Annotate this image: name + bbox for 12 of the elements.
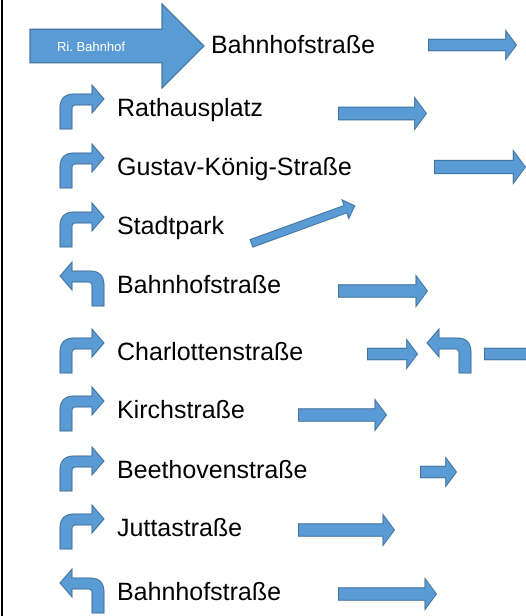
street-name: Rathausplatz [117, 93, 263, 123]
street-name: Charlottenstraße [117, 337, 304, 367]
street-name: Stadtpark [117, 211, 224, 241]
street-name: Bahnhofstraße [117, 577, 281, 607]
street-name: Bahnhofstraße [211, 30, 375, 60]
street-name: Bahnhofstraße [117, 270, 281, 300]
street-name: Juttastraße [117, 513, 242, 543]
block-arrow-sign [29, 3, 205, 89]
direction-text: Ri. Bahnhof [57, 39, 125, 55]
street-name: Kirchstraße [117, 395, 245, 425]
street-name: Beethovenstraße [117, 455, 308, 485]
street-name: Gustav-König-Straße [117, 152, 352, 182]
